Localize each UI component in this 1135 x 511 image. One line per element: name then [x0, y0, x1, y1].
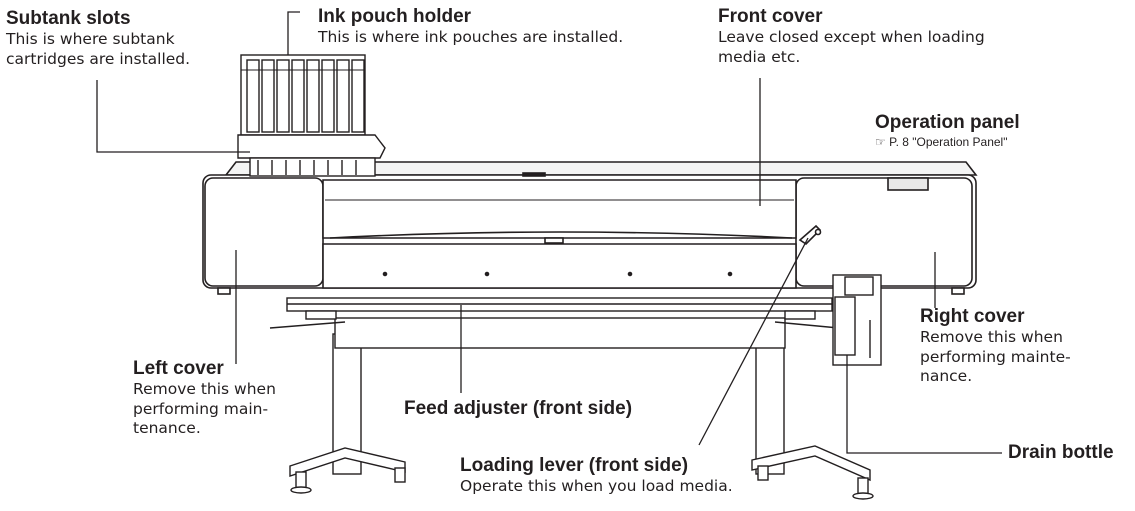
label-title: Drain bottle	[1008, 442, 1114, 463]
label-loading-lever: Loading lever (front side) Operate this …	[460, 455, 733, 496]
feed-adjuster-bar	[286, 297, 833, 320]
label-desc: performing mainte-	[920, 347, 1071, 366]
label-desc: cartridges are installed.	[6, 49, 191, 68]
reference-text: P. 8 "Operation Panel"	[889, 135, 1008, 150]
label-title: Ink pouch holder	[318, 6, 472, 27]
ink-pouch-holder	[240, 54, 366, 136]
pointing-hand-icon: ☞	[875, 135, 886, 150]
label-reference: ☞ P. 8 "Operation Panel"	[875, 136, 1020, 149]
label-feed-adjuster: Feed adjuster (front side)	[404, 398, 632, 419]
label-title: Subtank slots	[6, 8, 131, 29]
label-desc: This is where subtank	[6, 30, 175, 49]
label-title: Feed adjuster (front side)	[404, 398, 633, 419]
label-desc: tenance.	[133, 418, 201, 437]
label-left-cover: Left cover Remove this when performing m…	[133, 358, 276, 437]
label-operation-panel: Operation panel ☞ P. 8 "Operation Panel"	[875, 112, 1020, 150]
label-title: Loading lever (front side)	[460, 455, 689, 476]
label-desc: Remove this when	[920, 328, 1063, 347]
label-desc: media etc.	[718, 47, 801, 66]
label-desc: nance.	[920, 366, 973, 385]
label-desc: Leave closed except when loading	[718, 28, 985, 47]
leader-lines	[96, 11, 1002, 454]
printer-stand	[269, 317, 874, 500]
drain-bottle	[832, 274, 882, 366]
label-desc: This is where ink pouches are installed.	[318, 28, 624, 47]
label-title: Front cover	[718, 6, 823, 27]
label-subtank-slots: Subtank slots This is where subtank cart…	[6, 8, 190, 68]
label-title: Right cover	[920, 306, 1025, 327]
label-front-cover: Front cover Leave closed except when loa…	[718, 6, 985, 66]
label-ink-pouch-holder: Ink pouch holder This is where ink pouch…	[318, 6, 623, 47]
label-desc: Remove this when	[133, 380, 276, 399]
label-desc: Operate this when you load media.	[460, 477, 733, 496]
label-title: Operation panel	[875, 112, 1020, 133]
label-title: Left cover	[133, 358, 224, 379]
printer-body	[202, 161, 978, 295]
label-right-cover: Right cover Remove this when performing …	[920, 306, 1071, 385]
label-desc: performing main-	[133, 399, 269, 418]
label-drain-bottle: Drain bottle	[1008, 442, 1114, 463]
subtank-slots	[237, 134, 386, 177]
